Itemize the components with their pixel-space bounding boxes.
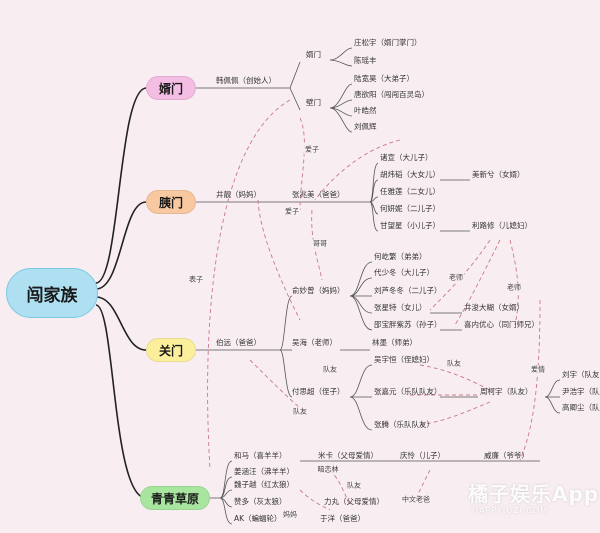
node-jinglin: 井浚大糊（女婿） <box>464 303 524 312</box>
node-yang: 陈瑶丰 <box>354 56 377 65</box>
node-linmo: 林墨（师弟） <box>372 338 417 347</box>
node-luo: 陆宽昊（大弟子） <box>354 74 414 83</box>
node-qiaoye: 俞妙曾（妈妈） <box>292 286 345 295</box>
node-zhangjiayuan: 张嘉元（乐队队友） <box>374 387 442 396</box>
node-wuhai: 吴海（老师） <box>292 338 337 347</box>
root-node: 闯家族 <box>6 268 98 318</box>
edge-label-sister: 暗恋林 <box>316 465 340 475</box>
edge-label-gege: 哥哥 <box>312 239 328 249</box>
root-to-b1-line <box>95 87 147 284</box>
dashed-link <box>207 99 291 471</box>
edge-label-duiyou-4: 队友 <box>346 481 362 491</box>
node-liuyu2: 刘宇（队友） <box>562 370 600 379</box>
edge-label-duiyou-3: 队友 <box>292 407 308 417</box>
node-yuyang: 于洋（爸爸） <box>320 514 365 523</box>
node-wuyu: 吴宇恒（侄媳妇） <box>374 355 434 364</box>
edge-label-duiyou-1: 队友 <box>322 365 338 375</box>
node-zhangsongyu: 庄松宇（婿门掌门） <box>354 38 422 47</box>
node-zhangfei: 张兆美（爸爸） <box>292 190 345 199</box>
edge-label-duiyou-2: 队友 <box>446 359 462 369</box>
root-to-b4-line <box>95 304 147 499</box>
node-shao: 邵宝胖紫苏（孙子） <box>374 320 442 329</box>
node-bojing: 伯远（爸爸） <box>216 338 261 347</box>
node-ye: 叶皓然 <box>354 106 377 115</box>
node-zanduo: 赞多（灰太狼） <box>234 497 287 506</box>
node-jingjing: 井靓（妈妈） <box>216 190 261 199</box>
node-mika: 米卡（父母爱情） <box>318 451 378 460</box>
node-zhangteng: 张腾（乐队队友） <box>374 420 434 429</box>
edge-label-yizi-2: 爱子 <box>284 207 300 217</box>
node-hema: 和马（喜羊羊） <box>234 451 287 460</box>
edge-label-laoshi-1: 老师 <box>448 273 464 283</box>
branch-xumen: 婿门 <box>146 76 196 100</box>
node-gan: 甘望星（小儿子） <box>380 221 440 230</box>
edge-label-biaozi: 表子 <box>188 275 204 285</box>
node-meng: 美新兮（女婿） <box>472 170 525 179</box>
node-tang: 唐欲阳（闯闯百灵岛） <box>354 90 429 99</box>
node-lijiu: 力丸（父母爱情） <box>324 497 384 506</box>
node-gaoqing: 高卿尘（队友） <box>562 403 600 412</box>
node-fusiyue: 付思超（侄子） <box>292 387 345 396</box>
node-ak: AK（蝙蝠轮） <box>234 514 282 523</box>
edge-label-zhongwen: 中文老爸 <box>401 495 431 505</box>
node-lidexiu: 利路修（儿媳妇） <box>472 221 532 230</box>
node-zhuangmen: 壁门 <box>306 98 321 107</box>
node-hezhengjing: 何屹繁（弟弟） <box>374 252 427 261</box>
node-liuyu: 刘芦冬冬（二儿子） <box>374 286 442 295</box>
node-liu: 刘佩辉 <box>354 122 377 131</box>
watermark-logo: 橘子娱乐App <box>468 482 600 506</box>
node-xumen-sub: 婿门 <box>306 50 321 59</box>
node-he: 何妍妮（二儿子） <box>380 204 440 213</box>
root-to-b2-line <box>95 201 147 290</box>
node-qingling: 庆怜（儿子） <box>400 451 445 460</box>
watermark-url: HAPPYJUZI.COM <box>472 506 549 515</box>
node-hanzhaoming: 韩佩佩（创始人） <box>216 76 276 85</box>
branch-guanmen: 关门 <box>146 338 196 362</box>
node-ren: 任雅莲（二女儿） <box>380 187 440 196</box>
node-zhangxingte: 张星特（女儿） <box>374 303 427 312</box>
root-to-b3-line <box>95 296 147 351</box>
node-dai: 代少冬（大儿子） <box>374 268 434 277</box>
edge-label-qing: 爱情 <box>530 365 546 375</box>
node-yinhaoyu: 尹浩宇（队友） <box>562 387 600 396</box>
node-hu: 胡炜韬（大女儿） <box>380 170 440 179</box>
node-zhuge: 诸宣（大儿子） <box>380 153 433 162</box>
node-xilan: 姜涵汪（沸羊羊） <box>234 467 294 476</box>
node-weilian: 威廉（爷爷） <box>484 451 529 460</box>
node-weizi: 魏子越（红太狼） <box>234 480 294 489</box>
branch-yimen: 胰门 <box>146 190 196 214</box>
edge-label-laoshi-2: 老师 <box>506 283 522 293</box>
node-zhoukeyu: 周柯宇（队友） <box>480 387 533 396</box>
edge-label-yizi: 爱子 <box>304 145 320 155</box>
branch-qingqingcaoyuan: 青青草原 <box>140 486 210 510</box>
node-xinei: 喜内优心（同门师兄） <box>464 320 539 329</box>
edge-label-mama: 妈妈 <box>282 510 298 520</box>
